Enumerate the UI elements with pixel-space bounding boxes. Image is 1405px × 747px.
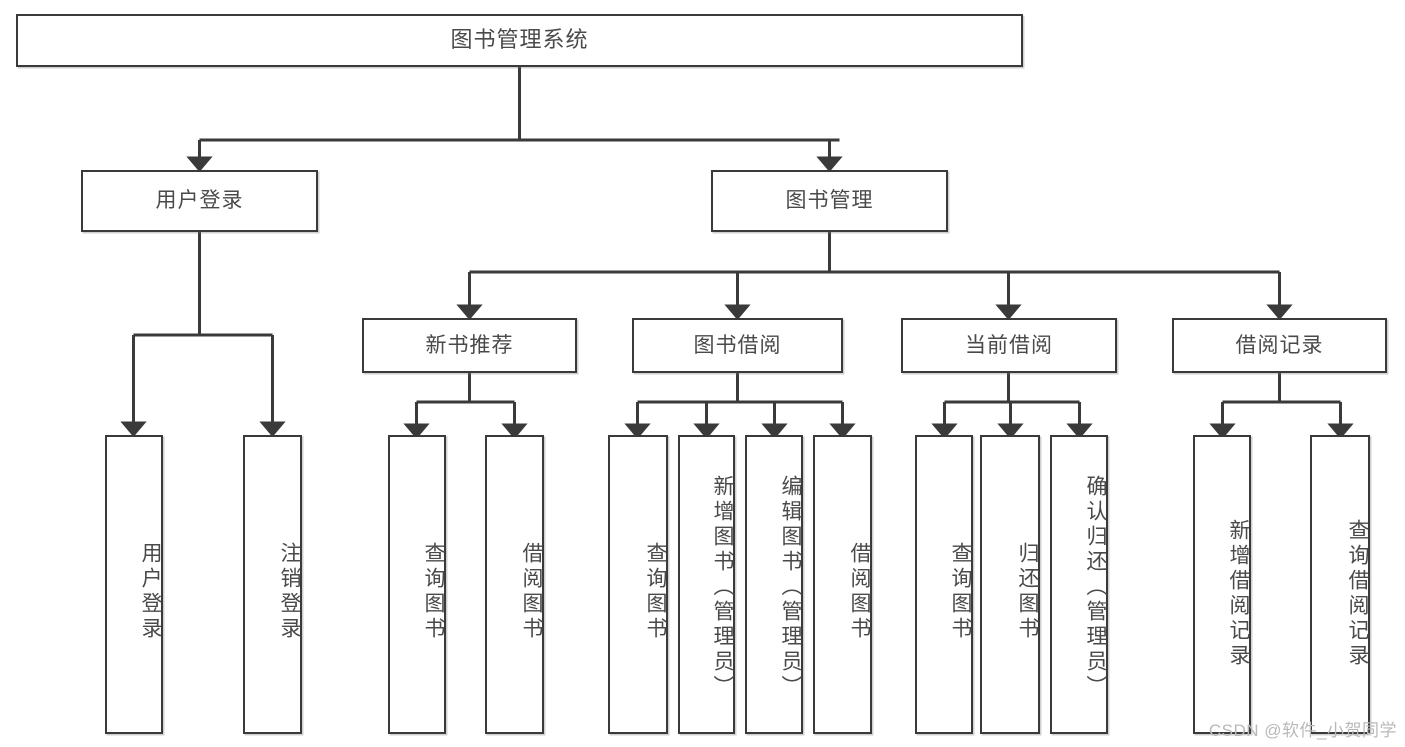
node-user-login[interactable]: 用户登录: [81, 170, 318, 232]
node-leaf-add-book-label: 新增图书（管理员）: [711, 475, 734, 700]
node-leaf-add-book[interactable]: 新增图书（管理员）: [678, 435, 735, 734]
node-leaf-borrow-book-rec-label: 借阅图书: [520, 541, 543, 642]
node-leaf-user-login[interactable]: 用户登录: [105, 435, 163, 734]
node-leaf-query-book-rec-label: 查询图书: [422, 541, 445, 642]
node-leaf-query-record-label: 查询借阅记录: [1346, 518, 1369, 669]
node-leaf-add-record-label: 新增借阅记录: [1227, 518, 1250, 669]
node-leaf-confirm-return-label: 确认归还（管理员）: [1084, 475, 1107, 700]
node-current-borrow[interactable]: 当前借阅: [901, 318, 1117, 373]
node-leaf-query-book-c-label: 查询图书: [949, 541, 972, 642]
node-leaf-borrow-book-rec[interactable]: 借阅图书: [485, 435, 544, 734]
node-borrow-record-label: 借阅记录: [1235, 333, 1324, 357]
node-leaf-user-logout[interactable]: 注销登录: [243, 435, 302, 734]
node-leaf-confirm-return[interactable]: 确认归还（管理员）: [1050, 435, 1108, 734]
node-root[interactable]: 图书管理系统: [16, 14, 1023, 67]
node-root-label: 图书管理系统: [450, 27, 589, 53]
node-borrow-record[interactable]: 借阅记录: [1172, 318, 1387, 373]
node-leaf-edit-book[interactable]: 编辑图书（管理员）: [745, 435, 803, 734]
node-leaf-return-book-label: 归还图书: [1016, 541, 1039, 642]
node-book-borrow-label: 图书借阅: [693, 333, 782, 357]
node-leaf-query-book-b[interactable]: 查询图书: [608, 435, 668, 734]
node-book-manage[interactable]: 图书管理: [711, 170, 948, 232]
node-current-borrow-label: 当前借阅: [965, 333, 1053, 357]
watermark-text: CSDN @软件_小贺同学: [1208, 721, 1397, 740]
node-leaf-query-book-b-label: 查询图书: [644, 541, 667, 642]
node-leaf-borrow-book-b-label: 借阅图书: [848, 541, 871, 642]
node-new-book-rec-label: 新书推荐: [425, 333, 514, 357]
node-book-manage-label: 图书管理: [785, 189, 874, 213]
node-book-borrow[interactable]: 图书借阅: [632, 318, 843, 373]
node-leaf-edit-book-label: 编辑图书（管理员）: [779, 475, 802, 700]
node-leaf-return-book[interactable]: 归还图书: [980, 435, 1040, 734]
node-leaf-query-book-rec[interactable]: 查询图书: [388, 435, 446, 734]
node-user-login-label: 用户登录: [155, 189, 244, 213]
node-leaf-query-book-c[interactable]: 查询图书: [915, 435, 973, 734]
node-leaf-user-logout-label: 注销登录: [278, 541, 301, 642]
node-leaf-query-record[interactable]: 查询借阅记录: [1310, 435, 1370, 734]
node-leaf-add-record[interactable]: 新增借阅记录: [1193, 435, 1251, 734]
node-leaf-user-login-label: 用户登录: [139, 541, 162, 642]
node-leaf-borrow-book-b[interactable]: 借阅图书: [813, 435, 872, 734]
node-new-book-rec[interactable]: 新书推荐: [362, 318, 577, 373]
